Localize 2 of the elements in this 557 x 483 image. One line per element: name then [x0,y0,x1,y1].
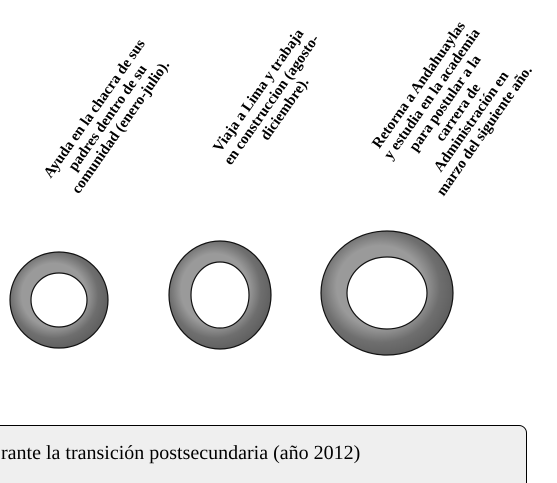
caption-text: rante la transición postsecundaria (año 2012) [1,442,360,464]
caption-box [0,425,527,483]
